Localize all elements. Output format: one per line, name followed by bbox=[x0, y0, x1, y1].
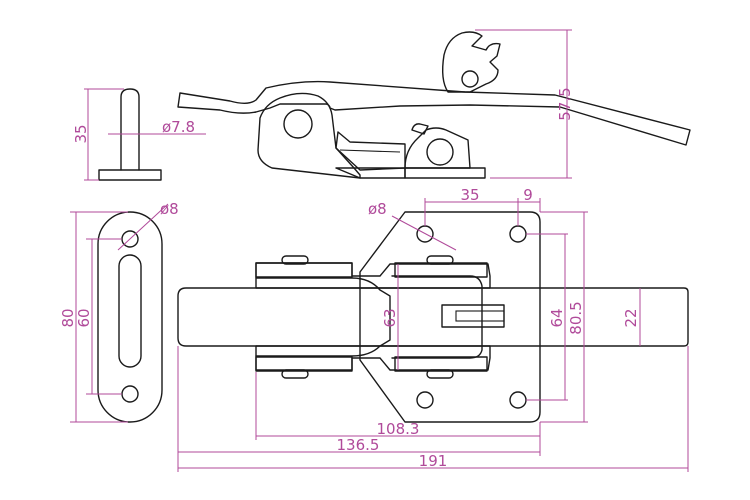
dimension-plate-inner-height: 64 bbox=[526, 233, 568, 401]
handle-clip-bottom-left bbox=[281, 369, 309, 379]
dim-keeper-hole-label: ø8 bbox=[160, 200, 179, 218]
dim-bolt-height-label: 22 bbox=[622, 308, 640, 327]
mounting-plate bbox=[359, 211, 541, 423]
dimension-keeper-hole: ø8 bbox=[117, 200, 179, 251]
keeper-base-strip bbox=[404, 167, 486, 179]
plate-hole-top-right bbox=[509, 225, 527, 243]
dimension-plate-outer-height: 80.5 bbox=[540, 211, 588, 423]
dimension-keeper-outer: 80 bbox=[59, 211, 128, 423]
dimension-top-hole-spacing: 35 9 bbox=[424, 186, 541, 226]
keeper-bottom-hole bbox=[121, 385, 139, 403]
dim-pin-diameter-label: ø7.8 bbox=[162, 118, 195, 136]
bolt bbox=[177, 287, 689, 347]
dim-side-height-label: 57.5 bbox=[556, 87, 574, 120]
handle-middle-right bbox=[391, 275, 483, 359]
dimension-bolt-height: 22 bbox=[622, 288, 641, 346]
dim-body-height-label: 63 bbox=[381, 308, 399, 327]
pin-view bbox=[98, 88, 162, 181]
dimension-body-height: 63 bbox=[381, 264, 399, 370]
dim-keeper-outer-label: 80 bbox=[59, 308, 77, 327]
pin-shaft bbox=[120, 88, 140, 171]
dim-pin-height-label: 35 bbox=[72, 124, 90, 143]
hook-pivot-hole bbox=[461, 70, 479, 88]
dimension-plate-hole: ø8 bbox=[368, 200, 457, 251]
dimension-width-191: 191 bbox=[178, 346, 689, 472]
hook bbox=[441, 31, 501, 93]
plate-hole-bottom-left bbox=[416, 391, 434, 409]
pin-base bbox=[98, 169, 162, 181]
dim-top-hole-spacing-label: 35 bbox=[460, 186, 479, 204]
keeper-tab bbox=[411, 123, 429, 135]
keeper-hole bbox=[426, 138, 454, 166]
handle-bracket-top-left bbox=[255, 262, 353, 278]
keeper-body bbox=[404, 127, 471, 169]
dimension-pin-height: 35 bbox=[72, 88, 124, 181]
side-view bbox=[177, 31, 691, 179]
handle-bracket-bottom-right bbox=[394, 356, 488, 372]
handle-middle bbox=[255, 277, 391, 357]
keeper-plate bbox=[97, 211, 163, 423]
plate-hole-bottom-right bbox=[509, 391, 527, 409]
dimension-pin-diameter: ø7.8 bbox=[108, 118, 206, 136]
latch-pivot-hole bbox=[283, 109, 313, 139]
dim-width-191-label: 191 bbox=[419, 452, 448, 470]
latch-body bbox=[257, 92, 361, 179]
dim-plate-hole-label: ø8 bbox=[368, 200, 387, 218]
handle-bracket-top-right bbox=[394, 262, 488, 278]
keeper-slot bbox=[118, 254, 142, 368]
latch-plan-view bbox=[177, 211, 689, 423]
handle-clip-top-right bbox=[426, 255, 454, 265]
dimension-side-height: 57.5 bbox=[475, 29, 574, 179]
dimension-width-108: 108.3 bbox=[255, 372, 541, 440]
bolt-inner-slot bbox=[455, 310, 505, 322]
dim-plate-outer-height-label: 80.5 bbox=[567, 301, 585, 334]
dim-top-hole-offset-label: 9 bbox=[523, 186, 533, 204]
keeper-plan-view bbox=[97, 211, 163, 423]
dim-width-136-label: 136.5 bbox=[337, 436, 380, 454]
handle-clip-top-left bbox=[281, 255, 309, 265]
handle-bracket-bottom-left bbox=[255, 356, 353, 372]
dimension-keeper-inner: 60 bbox=[75, 238, 122, 395]
base-plate-line bbox=[339, 149, 401, 153]
bolt-inner-tab bbox=[441, 304, 505, 328]
handle-clip-bottom-right bbox=[426, 369, 454, 379]
dim-plate-inner-height-label: 64 bbox=[548, 308, 566, 327]
dimension-width-136: 136.5 bbox=[177, 346, 541, 472]
handle-lever bbox=[177, 80, 691, 146]
dim-width-108-label: 108.3 bbox=[377, 420, 420, 438]
dim-keeper-inner-label: 60 bbox=[75, 308, 93, 327]
